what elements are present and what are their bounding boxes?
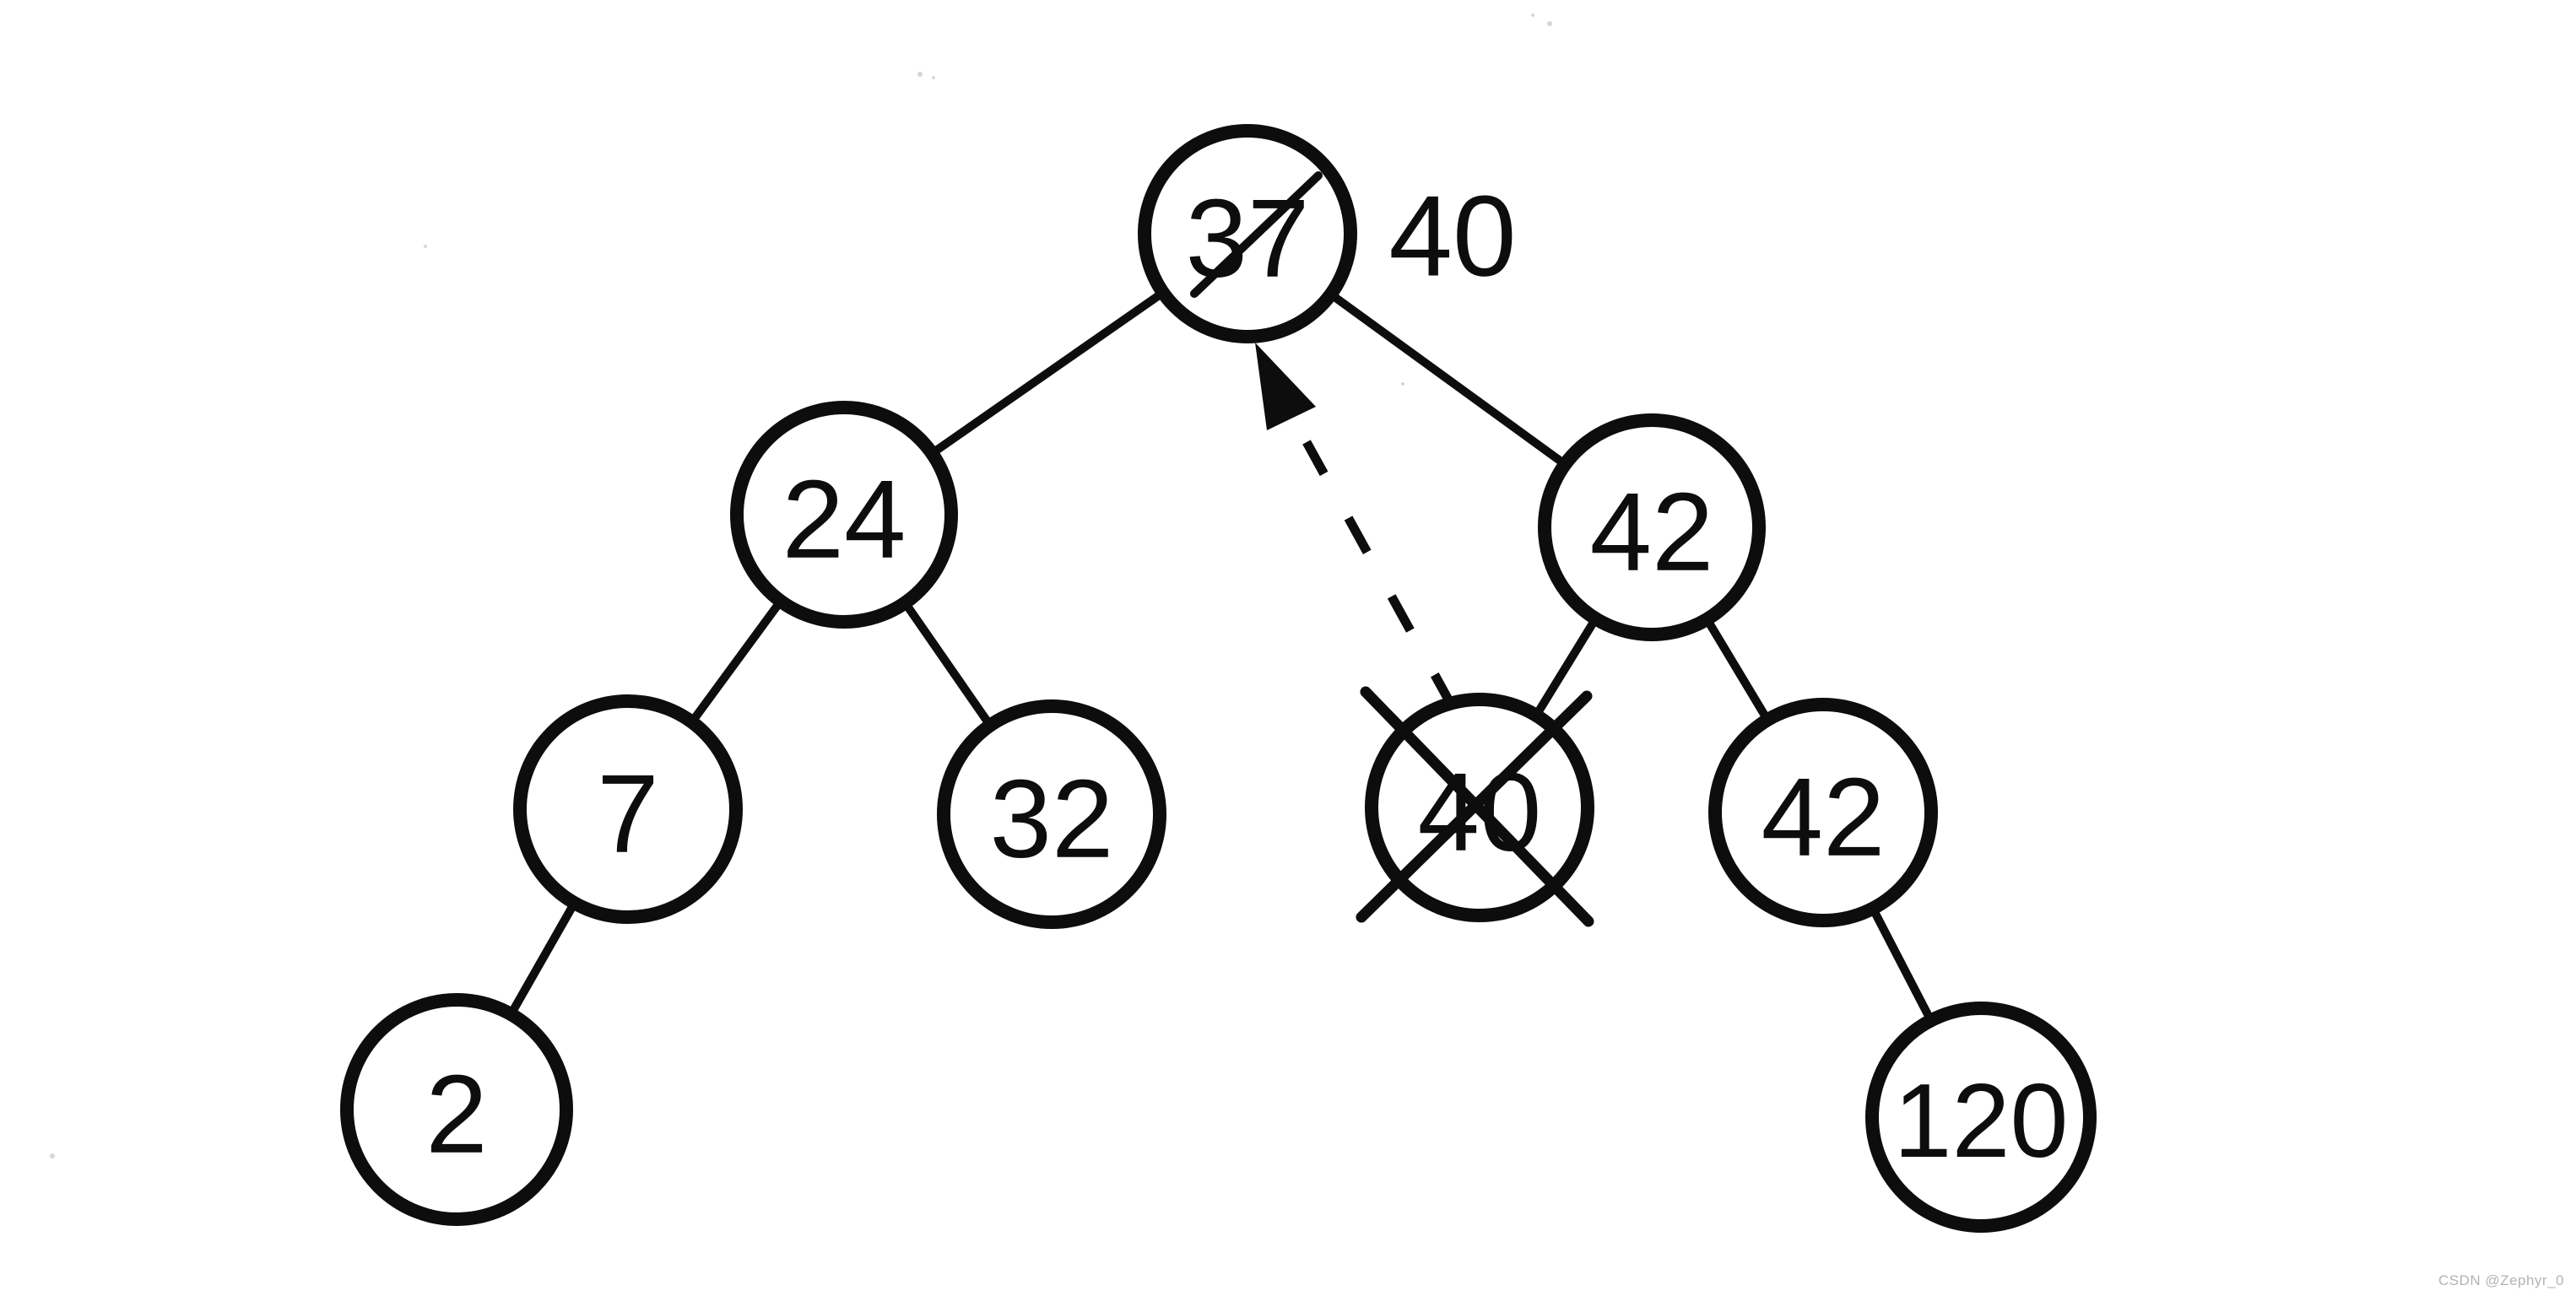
scan-speckle xyxy=(50,1153,55,1158)
tree-node-circle-42 xyxy=(1708,698,1938,927)
tree-node-label-120: 120 xyxy=(1894,1063,2069,1180)
tree-node-circle-120 xyxy=(1865,1002,2097,1233)
tree-node-circle-37 xyxy=(1138,124,1357,343)
scan-speckle xyxy=(1531,14,1534,17)
scan-speckle xyxy=(917,72,923,77)
tree-node-circle-24 xyxy=(730,401,958,629)
scan-speckle xyxy=(1401,382,1404,386)
replacement-value-label: 40 xyxy=(1388,171,1516,300)
successor-arrow-dash xyxy=(1302,440,1458,711)
csdn-watermark: CSDN @Zephyr_0 xyxy=(2438,1272,2564,1288)
tree-node-label-32: 32 xyxy=(990,757,1114,881)
tree-node-label-24: 24 xyxy=(782,457,906,581)
scan-speckle xyxy=(1547,21,1552,26)
tree-node-circle-2 xyxy=(340,993,573,1226)
successor-arrowhead xyxy=(1255,343,1316,430)
tree-node-circle-7 xyxy=(513,694,743,924)
tree-node-label-2: 2 xyxy=(425,1052,487,1176)
tree-node-label-42: 42 xyxy=(1590,470,1714,594)
tree-node-circle-32 xyxy=(937,699,1166,929)
tree-node-circle-42 xyxy=(1538,413,1766,641)
scan-speckle xyxy=(932,76,935,79)
root-delete-slash xyxy=(1190,171,1323,298)
scan-speckle xyxy=(424,245,427,248)
tree-node-label-7: 7 xyxy=(597,752,658,876)
tree-node-label-42: 42 xyxy=(1762,755,1886,879)
node-cross-out-line xyxy=(1356,690,1593,923)
